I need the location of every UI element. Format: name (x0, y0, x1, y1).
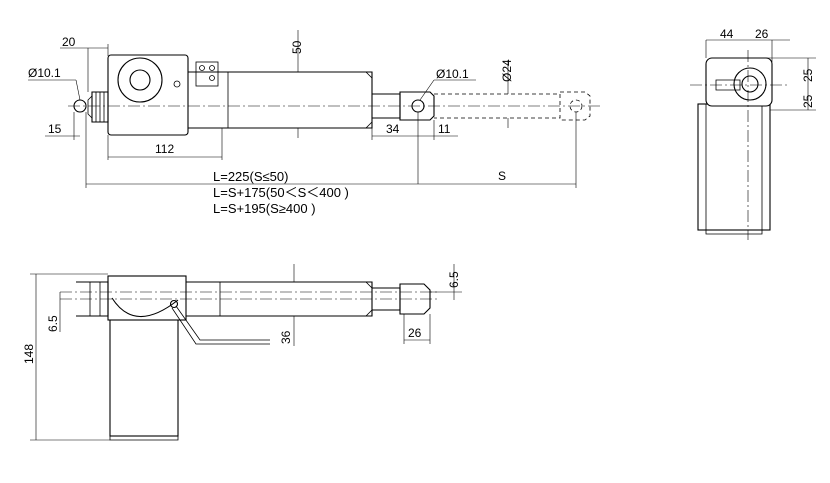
top-view: 20 Ø10.1 15 112 50 Ø10.1 Ø24 34 11 (28, 30, 600, 216)
dim-S: S (498, 169, 506, 183)
motor-housing (107, 54, 189, 136)
dim-hole-right: Ø10.1 (436, 67, 469, 81)
end-clevis (715, 79, 741, 91)
rear-clevis-tip (87, 95, 93, 119)
dim-34: 34 (386, 122, 400, 136)
formula-1: L=225(S≤50) (213, 169, 288, 184)
leader (75, 79, 81, 101)
rod-end (399, 91, 435, 121)
screw-1 (199, 65, 205, 71)
side-gear-head (107, 275, 187, 321)
tube-end (365, 71, 373, 129)
gear-cover-outer (117, 57, 163, 103)
formula-3: L=S+195(S≥400 ) (213, 201, 316, 216)
dim-6-5-left: 6.5 (46, 315, 60, 332)
dim-24: Ø24 (500, 59, 514, 82)
end-motor-body (697, 103, 771, 231)
dim-25-top: 25 (801, 68, 815, 82)
side-rod-end (399, 283, 431, 315)
dim-25-bottom: 25 (801, 94, 815, 108)
tube-end (365, 281, 373, 317)
side-screw (169, 299, 179, 309)
side-gear-curve (111, 297, 179, 318)
cable-2 (171, 307, 270, 345)
gear-cover-inner (129, 69, 151, 91)
screw-4 (173, 80, 181, 88)
screw-2 (209, 65, 215, 71)
dim-112: 112 (155, 142, 174, 156)
dim-11: 11 (438, 122, 451, 136)
screw-plate (195, 61, 219, 87)
dim-hole-left: Ø10.1 (28, 66, 61, 80)
end-view: 44 26 25 25 (690, 27, 816, 240)
dim-26-end: 26 (755, 27, 769, 41)
dim-36: 36 (279, 330, 293, 344)
cable (175, 305, 270, 341)
dim-6-5-right: 6.5 (447, 271, 461, 288)
dim-20: 20 (62, 35, 76, 49)
formula-2: L=S+175(50＜S＜400 ) (213, 185, 349, 200)
body-foot (705, 230, 763, 235)
end-gear-head (705, 57, 773, 107)
rear-clevis-body (91, 91, 109, 123)
leader (419, 79, 435, 101)
dim-148: 148 (22, 344, 36, 364)
end-gear-outer (733, 67, 767, 101)
dim-50: 50 (290, 40, 304, 54)
outer-tube (188, 71, 373, 129)
side-motor-body (109, 317, 179, 437)
side-view: 148 6.5 36 6.5 26 (22, 264, 462, 441)
dim-44: 44 (720, 27, 734, 41)
dim-15: 15 (48, 122, 62, 136)
dim-26-side: 26 (408, 326, 422, 340)
extended-rod-phantom (434, 93, 561, 119)
end-gear-inner (741, 75, 759, 93)
motor-foot (109, 436, 179, 441)
screw-3 (209, 75, 215, 81)
